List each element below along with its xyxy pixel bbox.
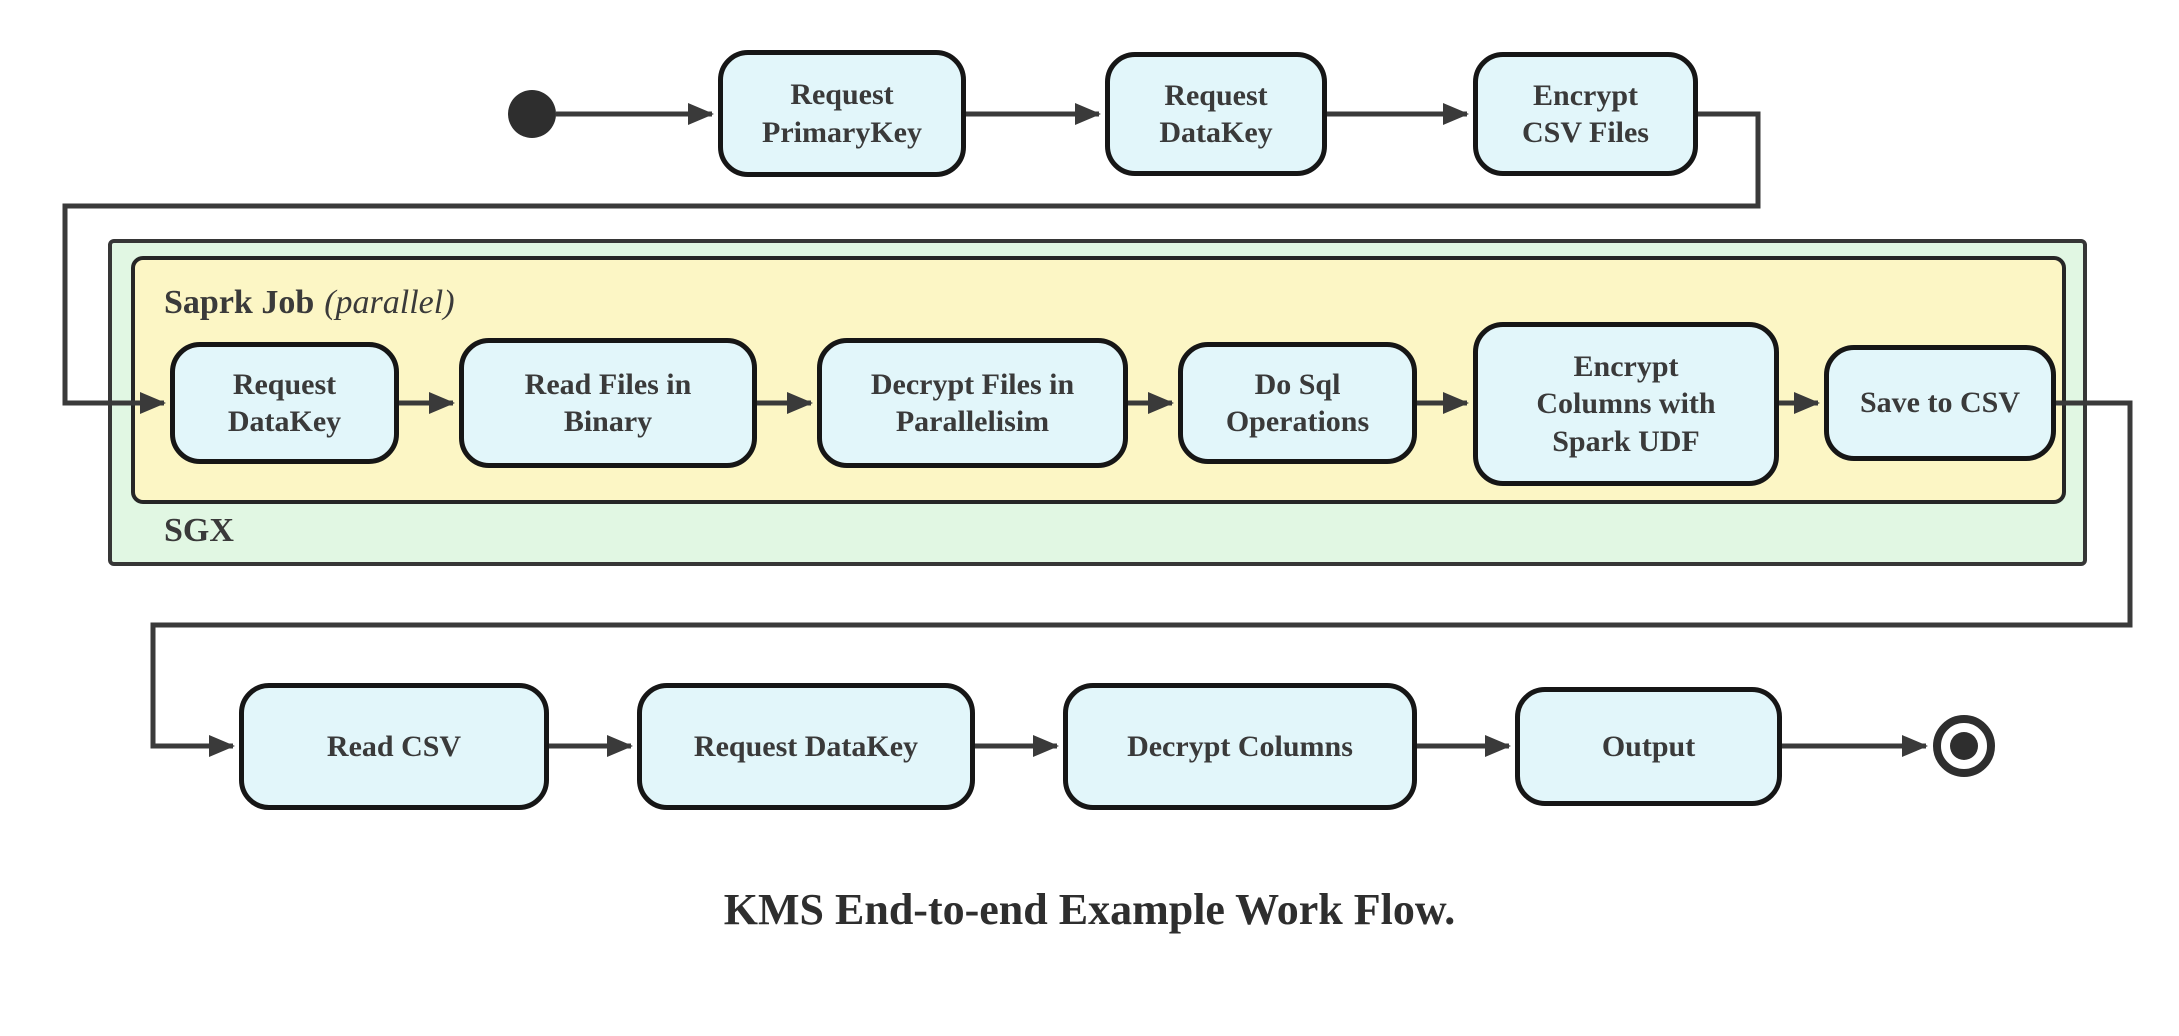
sgx-label-text: SGX [164,512,234,549]
node-sgx-request-datakey: Request DataKey [170,342,399,464]
diagram-caption: KMS End-to-end Example Work Flow. [723,885,1456,934]
connector-encrypt-csv-to-sgx-request-datakey [62,111,1761,414]
node-decrypt-columns: Decrypt Columns [1063,683,1417,810]
node-decrypt-files-in-parallelisim: Decrypt Files in Parallelisim [817,338,1128,468]
node-read-files-in-binary: Read Files in Binary [459,338,757,468]
node-encrypt-columns-with-spark-udf: Encrypt Columns with Spark UDF [1473,322,1779,486]
node-request-datakey-bottom: Request DataKey [637,683,975,810]
node-output: Output [1515,687,1782,806]
node-request-primarykey: Request PrimaryKey [718,50,966,177]
spark-job-label-text: Saprk Job [164,284,315,321]
node-request-datakey-top: Request DataKey [1105,52,1327,176]
connector-save-csv-to-read-csv [150,400,2133,757]
node-encrypt-csv-files: Encrypt CSV Files [1473,52,1698,176]
final-node-icon [1933,715,1995,777]
spark-job-parallel-text: (parallel) [324,284,455,321]
node-do-sql-operations: Do Sql Operations [1178,342,1417,464]
spark-job-label: Saprk Job(parallel) [164,284,455,322]
sgx-label: SGX [164,512,234,550]
initial-node-icon [508,90,556,138]
node-read-csv: Read CSV [239,683,549,810]
node-save-to-csv: Save to CSV [1824,345,2056,461]
